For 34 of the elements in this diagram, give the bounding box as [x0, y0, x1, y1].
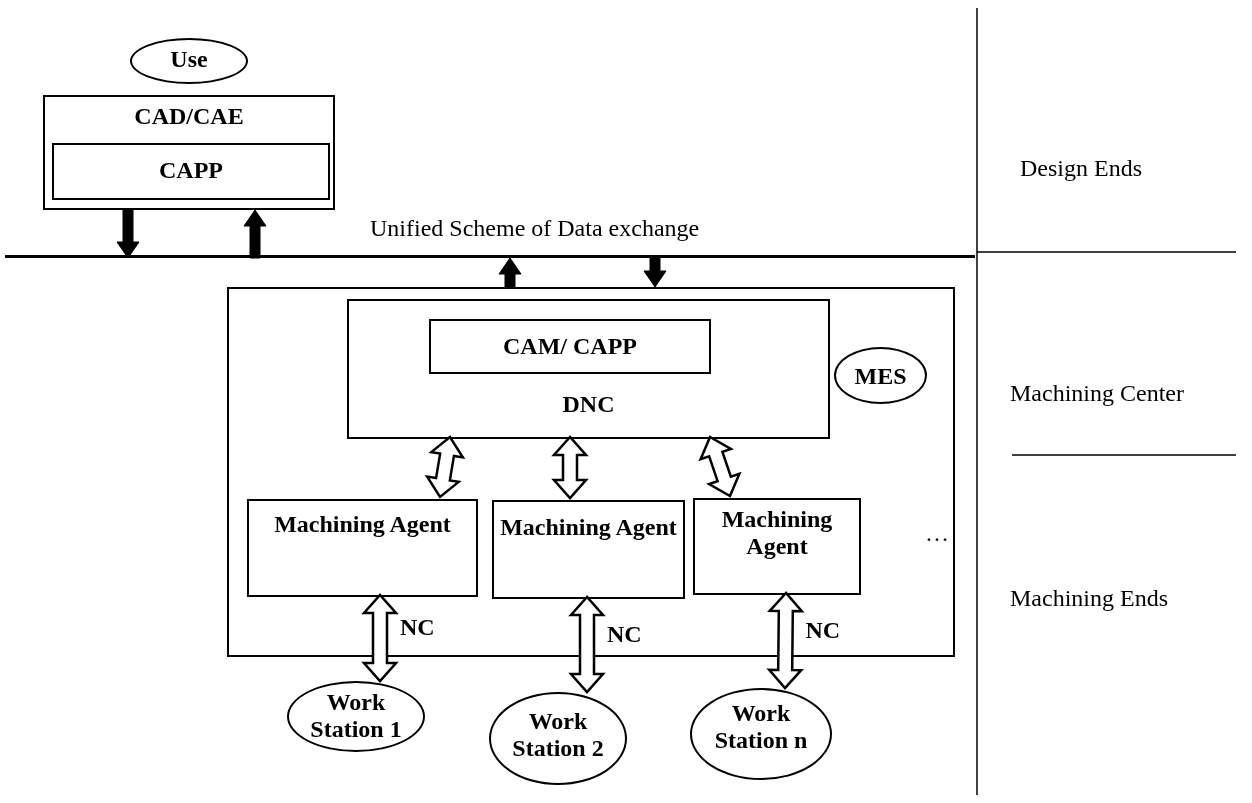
process-box [43, 95, 335, 210]
block-arrow [498, 257, 522, 288]
block-arrow [643, 257, 667, 288]
node-label: DNC [562, 391, 615, 418]
double-block-arrow [698, 435, 742, 498]
node-label: Use [170, 46, 208, 73]
node-label: Machining Agent [720, 506, 834, 560]
process-box [492, 500, 685, 599]
bus-label: Unified Scheme of Data exchange [370, 215, 700, 242]
node-label: MES [854, 363, 907, 390]
node-label: Machining Agent [500, 514, 677, 541]
node-label: Work Station n [713, 700, 809, 754]
double-block-arrow [551, 435, 589, 500]
node-label: Machining Agent [274, 511, 451, 538]
double-block-arrow [424, 435, 466, 499]
process-box [429, 319, 711, 374]
double-block-arrow [361, 593, 399, 683]
process-box [693, 498, 861, 595]
node-label: CAPP [159, 157, 223, 184]
process-box [247, 499, 478, 597]
section-label: Machining Ends [1010, 585, 1168, 612]
node-label: CAD/CAE [134, 103, 244, 130]
node-label: Work Station 1 [309, 689, 403, 743]
section-label: Design Ends [1020, 155, 1142, 182]
process-box [52, 143, 330, 200]
section-label: Machining Center [1010, 380, 1184, 407]
node-label: CAM/ CAPP [503, 333, 637, 360]
block-arrow [243, 209, 267, 259]
double-block-arrow [766, 591, 805, 690]
double-block-arrow [568, 595, 606, 694]
process-box [227, 287, 955, 657]
process-box [347, 299, 830, 439]
node-label: Work Station 2 [511, 708, 605, 762]
ellipsis-text: … [925, 520, 949, 547]
